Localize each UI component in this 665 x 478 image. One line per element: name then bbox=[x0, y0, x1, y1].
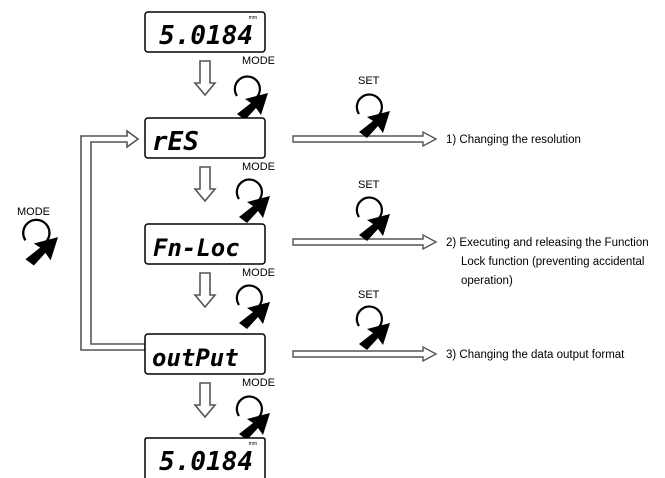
description-2-line-1: 2) Executing and releasing the Function bbox=[446, 237, 649, 249]
mode-label-1: MODE bbox=[242, 55, 275, 67]
set-button-1-icon[interactable] bbox=[355, 93, 392, 140]
display-top-unit: mm bbox=[249, 15, 257, 21]
set-label-2: SET bbox=[358, 179, 380, 191]
description-2-line-3: operation) bbox=[461, 275, 513, 287]
down-arrow-1 bbox=[194, 60, 216, 96]
left-mode-label: MODE bbox=[17, 206, 50, 218]
down-arrow-3 bbox=[194, 272, 216, 308]
mode-label-3: MODE bbox=[242, 267, 275, 279]
mode-button-3-icon[interactable] bbox=[235, 284, 272, 331]
set-button-2-icon[interactable] bbox=[355, 196, 392, 243]
display-top: 5.0184 mm bbox=[144, 11, 266, 53]
display-res: rES bbox=[144, 117, 266, 159]
description-3: 3) Changing the data output format bbox=[446, 349, 625, 361]
description-2-line-2: Lock function (preventing accidental bbox=[461, 256, 644, 268]
left-mode-button-icon[interactable] bbox=[22, 218, 60, 267]
mode-button-1-icon[interactable] bbox=[233, 75, 270, 122]
set-label-1: SET bbox=[358, 75, 380, 87]
mode-label-4: MODE bbox=[242, 377, 275, 389]
set-button-3-icon[interactable] bbox=[355, 305, 392, 352]
display-output-value: outPut bbox=[152, 344, 239, 372]
mode-button-4-icon[interactable] bbox=[235, 395, 272, 442]
display-fnloc-value: Fn-Loc bbox=[153, 234, 240, 262]
arrow-to-item-3 bbox=[292, 346, 437, 362]
down-arrow-2 bbox=[194, 166, 216, 202]
description-1: 1) Changing the resolution bbox=[446, 134, 581, 146]
return-loop-arrow bbox=[80, 129, 146, 351]
display-res-value: rES bbox=[152, 127, 199, 157]
display-fnloc: Fn-Loc bbox=[144, 223, 266, 265]
down-arrow-4 bbox=[194, 382, 216, 418]
set-label-3: SET bbox=[358, 289, 380, 301]
display-bottom-value: 5.0184 bbox=[159, 447, 253, 477]
display-output: outPut bbox=[144, 333, 266, 375]
mode-label-2: MODE bbox=[242, 161, 275, 173]
mode-button-2-icon[interactable] bbox=[235, 178, 272, 225]
display-bottom-unit: mm bbox=[249, 441, 257, 447]
display-top-value: 5.0184 bbox=[159, 21, 253, 51]
display-bottom: 5.0184 mm bbox=[144, 437, 266, 478]
